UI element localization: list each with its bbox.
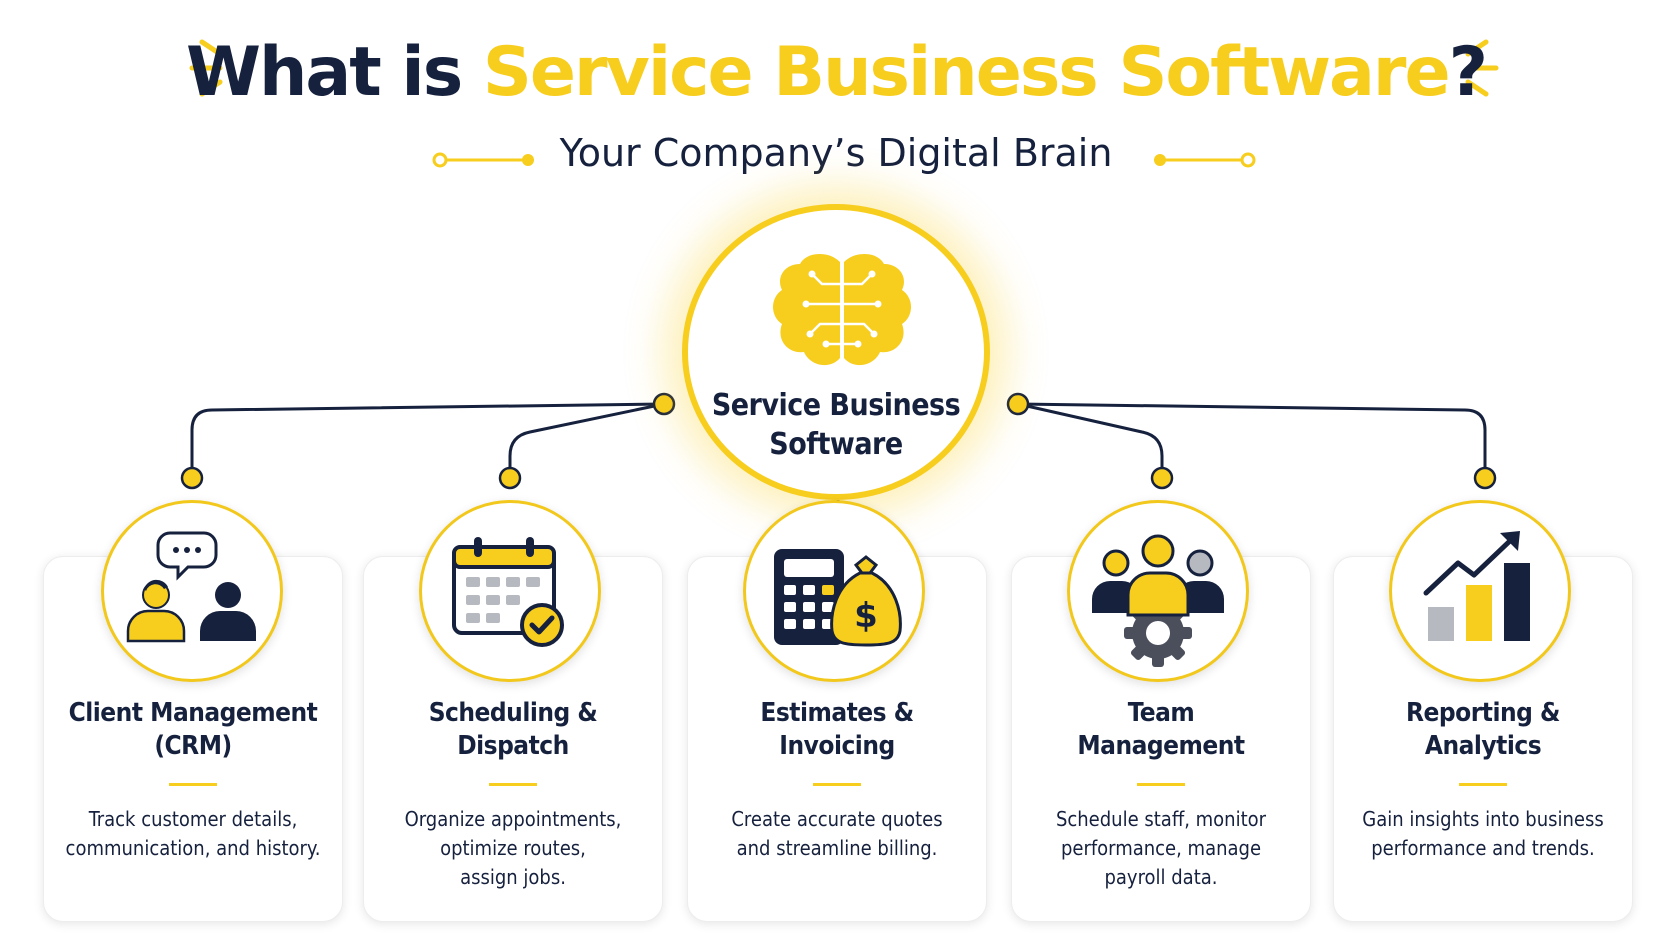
feature-title: Estimates & Invoicing	[688, 697, 986, 763]
feature-desc-line: performance, manage	[1060, 836, 1262, 860]
feature-card-client-management: Client Management (CRM) Track customer d…	[43, 556, 343, 922]
growth-chart-icon	[1423, 531, 1530, 641]
subtitle-right-connector-icon	[1154, 152, 1256, 168]
title-part-2: Service Business Software	[482, 33, 1451, 112]
feature-desc-line: performance and trends.	[1371, 836, 1595, 860]
feature-card-reporting: Reporting & Analytics Gain insights into…	[1333, 556, 1633, 922]
feature-description: Schedule staff, monitor performance, man…	[1030, 805, 1292, 892]
title-part-3: ?	[1448, 33, 1488, 112]
team-gear-icon	[1092, 534, 1224, 667]
feature-title: Team Management	[1012, 697, 1310, 763]
feature-card-scheduling: Scheduling & Dispatch Organize appointme…	[363, 556, 663, 922]
hub-label-line-1: Service Business	[711, 388, 961, 423]
feature-desc-line: and streamline billing.	[736, 836, 938, 860]
page-subtitle: Your Company’s Digital Brain	[559, 131, 1113, 175]
calculator-money-bag-icon: $	[774, 549, 902, 647]
divider	[169, 783, 217, 786]
title-part-1: What is	[185, 33, 483, 112]
feature-title-line-2: Dispatch	[457, 731, 569, 761]
feature-description: Create accurate quotes and streamline bi…	[706, 805, 968, 863]
feature-title-line-2: (CRM)	[154, 731, 232, 761]
feature-title-line-1: Reporting &	[1406, 698, 1560, 728]
feature-title: Reporting & Analytics	[1334, 697, 1632, 763]
feature-desc-line: Gain insights into business	[1362, 807, 1604, 831]
right-sparkle-icon	[1465, 39, 1499, 97]
feature-description: Organize appointments, optimize routes, …	[382, 805, 644, 892]
feature-title-line-1: Scheduling &	[428, 698, 598, 728]
hub-label-line-2: Software	[769, 427, 903, 462]
feature-title-line-2: Management	[1077, 731, 1245, 761]
feature-icon-badge: $	[743, 500, 925, 682]
feature-icon-badge	[1067, 500, 1249, 682]
feature-icon-badge	[419, 500, 601, 682]
svg-text:$: $	[854, 596, 878, 636]
feature-title-line-1: Estimates &	[760, 698, 914, 728]
divider	[489, 783, 537, 786]
hub-label: Service Business Software	[688, 386, 984, 464]
feature-desc-line: Create accurate quotes	[731, 807, 943, 831]
feature-desc-line: optimize routes,	[440, 836, 586, 860]
brain-circuit-icon	[773, 253, 911, 366]
customer-conversation-icon	[126, 531, 256, 643]
feature-desc-line: Organize appointments,	[404, 807, 622, 831]
feature-icon-badge	[1389, 500, 1571, 682]
feature-title-line-2: Analytics	[1424, 731, 1542, 761]
feature-title: Client Management (CRM)	[44, 697, 342, 763]
feature-description: Track customer details, communication, a…	[62, 805, 324, 863]
feature-desc-line: assign jobs.	[460, 865, 566, 889]
feature-desc-line: Track customer details,	[88, 807, 298, 831]
calendar-check-icon	[452, 537, 564, 647]
feature-title: Scheduling & Dispatch	[364, 697, 662, 763]
feature-icon-badge	[101, 500, 283, 682]
hub-node: Service Business Software	[682, 204, 990, 500]
subtitle-left-connector-icon	[432, 152, 534, 168]
feature-title-line-2: Invoicing	[779, 731, 895, 761]
feature-description: Gain insights into business performance …	[1352, 805, 1614, 863]
feature-desc-line: Schedule staff, monitor	[1055, 807, 1267, 831]
divider	[1459, 783, 1507, 786]
divider	[1137, 783, 1185, 786]
feature-desc-line: payroll data.	[1104, 865, 1218, 889]
divider	[813, 783, 861, 786]
left-sparkle-icon	[189, 39, 223, 97]
page-title: What is Service Business Software?	[0, 28, 1672, 118]
feature-desc-line: communication, and history.	[65, 836, 321, 860]
feature-title-line-1: Team	[1127, 698, 1195, 728]
feature-title-line-1: Client Management	[68, 698, 318, 728]
